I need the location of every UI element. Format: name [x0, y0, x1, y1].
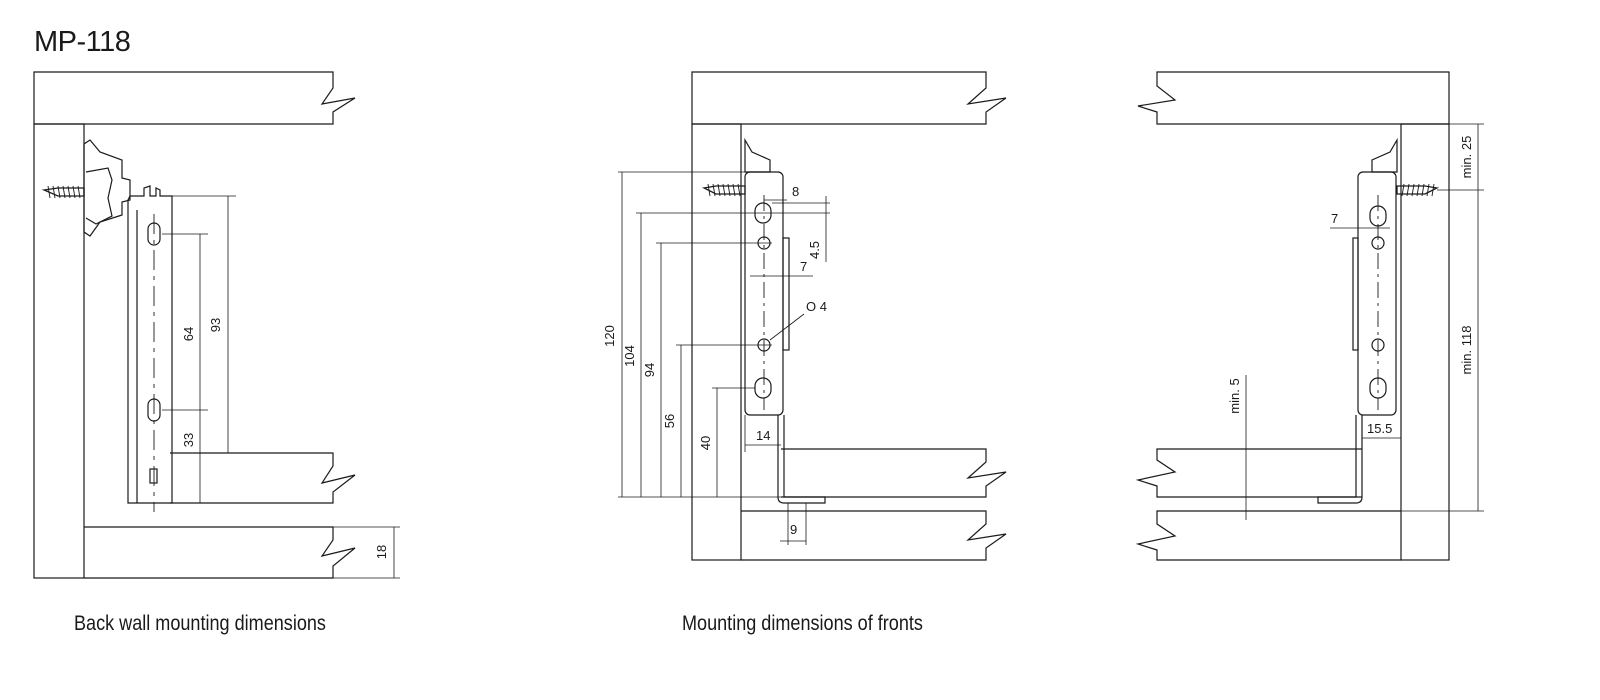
cabinet-side-panel	[1400, 123, 1450, 561]
dim-label-4-5: 4.5	[807, 241, 822, 259]
dim-label-64: 64	[181, 327, 196, 341]
caption-back-wall: Back wall mounting dimensions	[74, 612, 326, 635]
screw-icon	[41, 187, 85, 197]
dim-label-33: 33	[181, 433, 196, 447]
dim-label-min25: min. 25	[1459, 136, 1474, 179]
front-plate-side	[1352, 237, 1359, 351]
cabinet-bottom-panel	[84, 526, 356, 579]
fronts-view-right: min. 25 min. 118 min. 5 7 15.5	[1135, 71, 1484, 561]
drawer-side-profile	[1317, 415, 1363, 504]
drawer-side-profile	[777, 415, 826, 504]
dim-label-7: 7	[800, 259, 807, 274]
page-title: MP-118	[34, 26, 131, 58]
dim-label-94: 94	[642, 363, 657, 377]
dim-label-18: 18	[374, 545, 389, 559]
cabinet-bottom-panel	[1135, 510, 1401, 561]
cabinet-side-panel	[33, 123, 85, 579]
dim-label-93: 93	[208, 318, 223, 332]
dim-label-min5: min. 5	[1227, 378, 1242, 413]
drawer-bottom-board	[781, 448, 1007, 498]
back-wall-view: 64 93 33 18	[33, 71, 400, 579]
dim-label-40: 40	[698, 436, 713, 450]
hole-diameter-label: O 4	[806, 299, 827, 314]
square-hole	[149, 468, 158, 484]
dim-label-7: 7	[1331, 211, 1338, 226]
screw-thread	[707, 183, 741, 197]
front-bracket	[1371, 137, 1398, 173]
cabinet-bottom-panel	[741, 510, 1007, 561]
dim-label-120: 120	[602, 325, 617, 347]
cabinet-side-panel	[691, 123, 742, 561]
fronts-view-left: 120 104 94 56 40 8 4.5 7 O 4 14 9	[602, 71, 1007, 561]
dim-label-15-5: 15.5	[1367, 421, 1392, 436]
dim-label-8: 8	[792, 184, 799, 199]
rail-plate	[127, 185, 173, 504]
caption-fronts: Mounting dimensions of fronts	[682, 612, 923, 635]
drawer-bottom-board	[170, 452, 356, 504]
front-plate-side	[782, 237, 790, 351]
dim-label-56: 56	[662, 414, 677, 428]
front-bracket	[744, 137, 771, 173]
dim-label-14: 14	[756, 428, 770, 443]
slot-hole-bottom	[754, 377, 772, 399]
cabinet-top-panel	[691, 71, 1007, 125]
cabinet-top-panel	[33, 71, 356, 125]
screw-icon	[1396, 185, 1440, 195]
screw-thread	[1401, 183, 1435, 197]
hole-leader	[769, 313, 805, 341]
dim-label-9: 9	[790, 522, 797, 537]
drawer-bottom-board	[1135, 448, 1362, 498]
rear-bracket	[83, 139, 131, 237]
rear-bracket-clip	[85, 167, 113, 225]
dim-label-104: 104	[622, 345, 637, 367]
cabinet-top-panel	[1137, 71, 1450, 125]
screw-thread	[47, 185, 81, 199]
dim-label-min118: min. 118	[1459, 326, 1474, 375]
